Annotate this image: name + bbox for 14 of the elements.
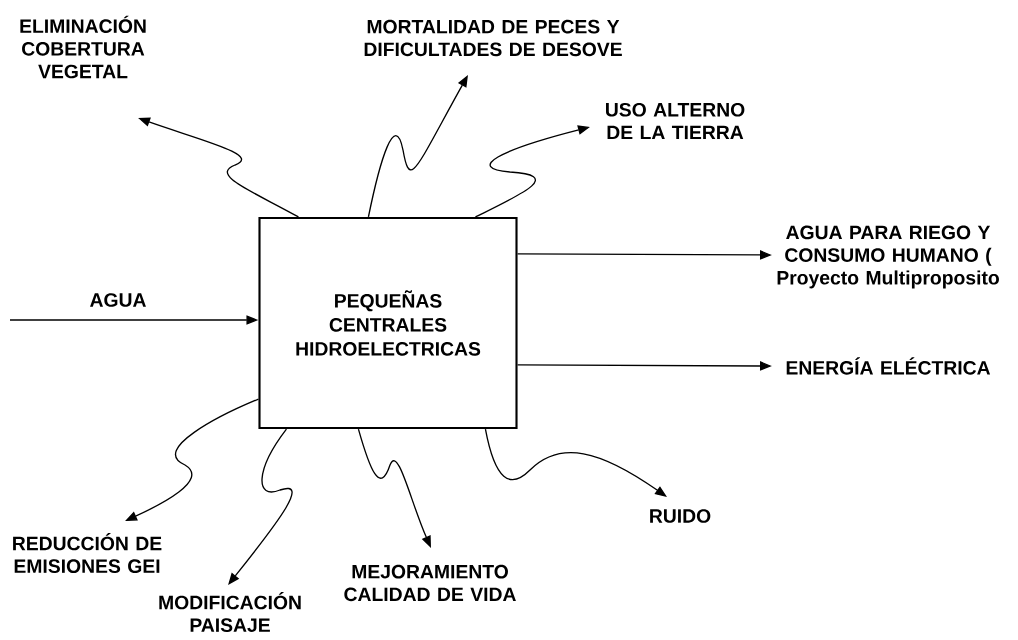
- output-label: MORTALIDAD DE PECES Y DIFICULTADES DE DESOVE: [364, 19, 622, 57]
- arrow: [484, 428, 667, 497]
- input-label: AGUA: [90, 293, 146, 307]
- process-box: PEQUEÑAS CENTRALES HIDROELECTRICAS: [258, 216, 518, 430]
- output-label: USO ALTERNO DE LA TIERRA: [606, 102, 745, 140]
- output-label: RUIDO: [650, 509, 711, 523]
- output-label: ELIMINACIÓN COBERTURA VEGETAL: [20, 15, 146, 79]
- output-label: REDUCCIÓN DE EMISIONES GEI: [13, 533, 162, 573]
- arrow: [367, 75, 468, 218]
- output-label: AGUA PARA RIEGO Y CONSUMO HUMANO ( Proyecto Multiproposito: [777, 225, 999, 289]
- output-label: MEJORAMIENTO CALIDAD DE VIDA: [344, 564, 516, 602]
- output-label: ENERGÍA ELÉCTRICA: [786, 357, 991, 375]
- output-label: MODIFICACIÓN PAISAJE: [159, 592, 301, 632]
- arrow: [228, 428, 293, 585]
